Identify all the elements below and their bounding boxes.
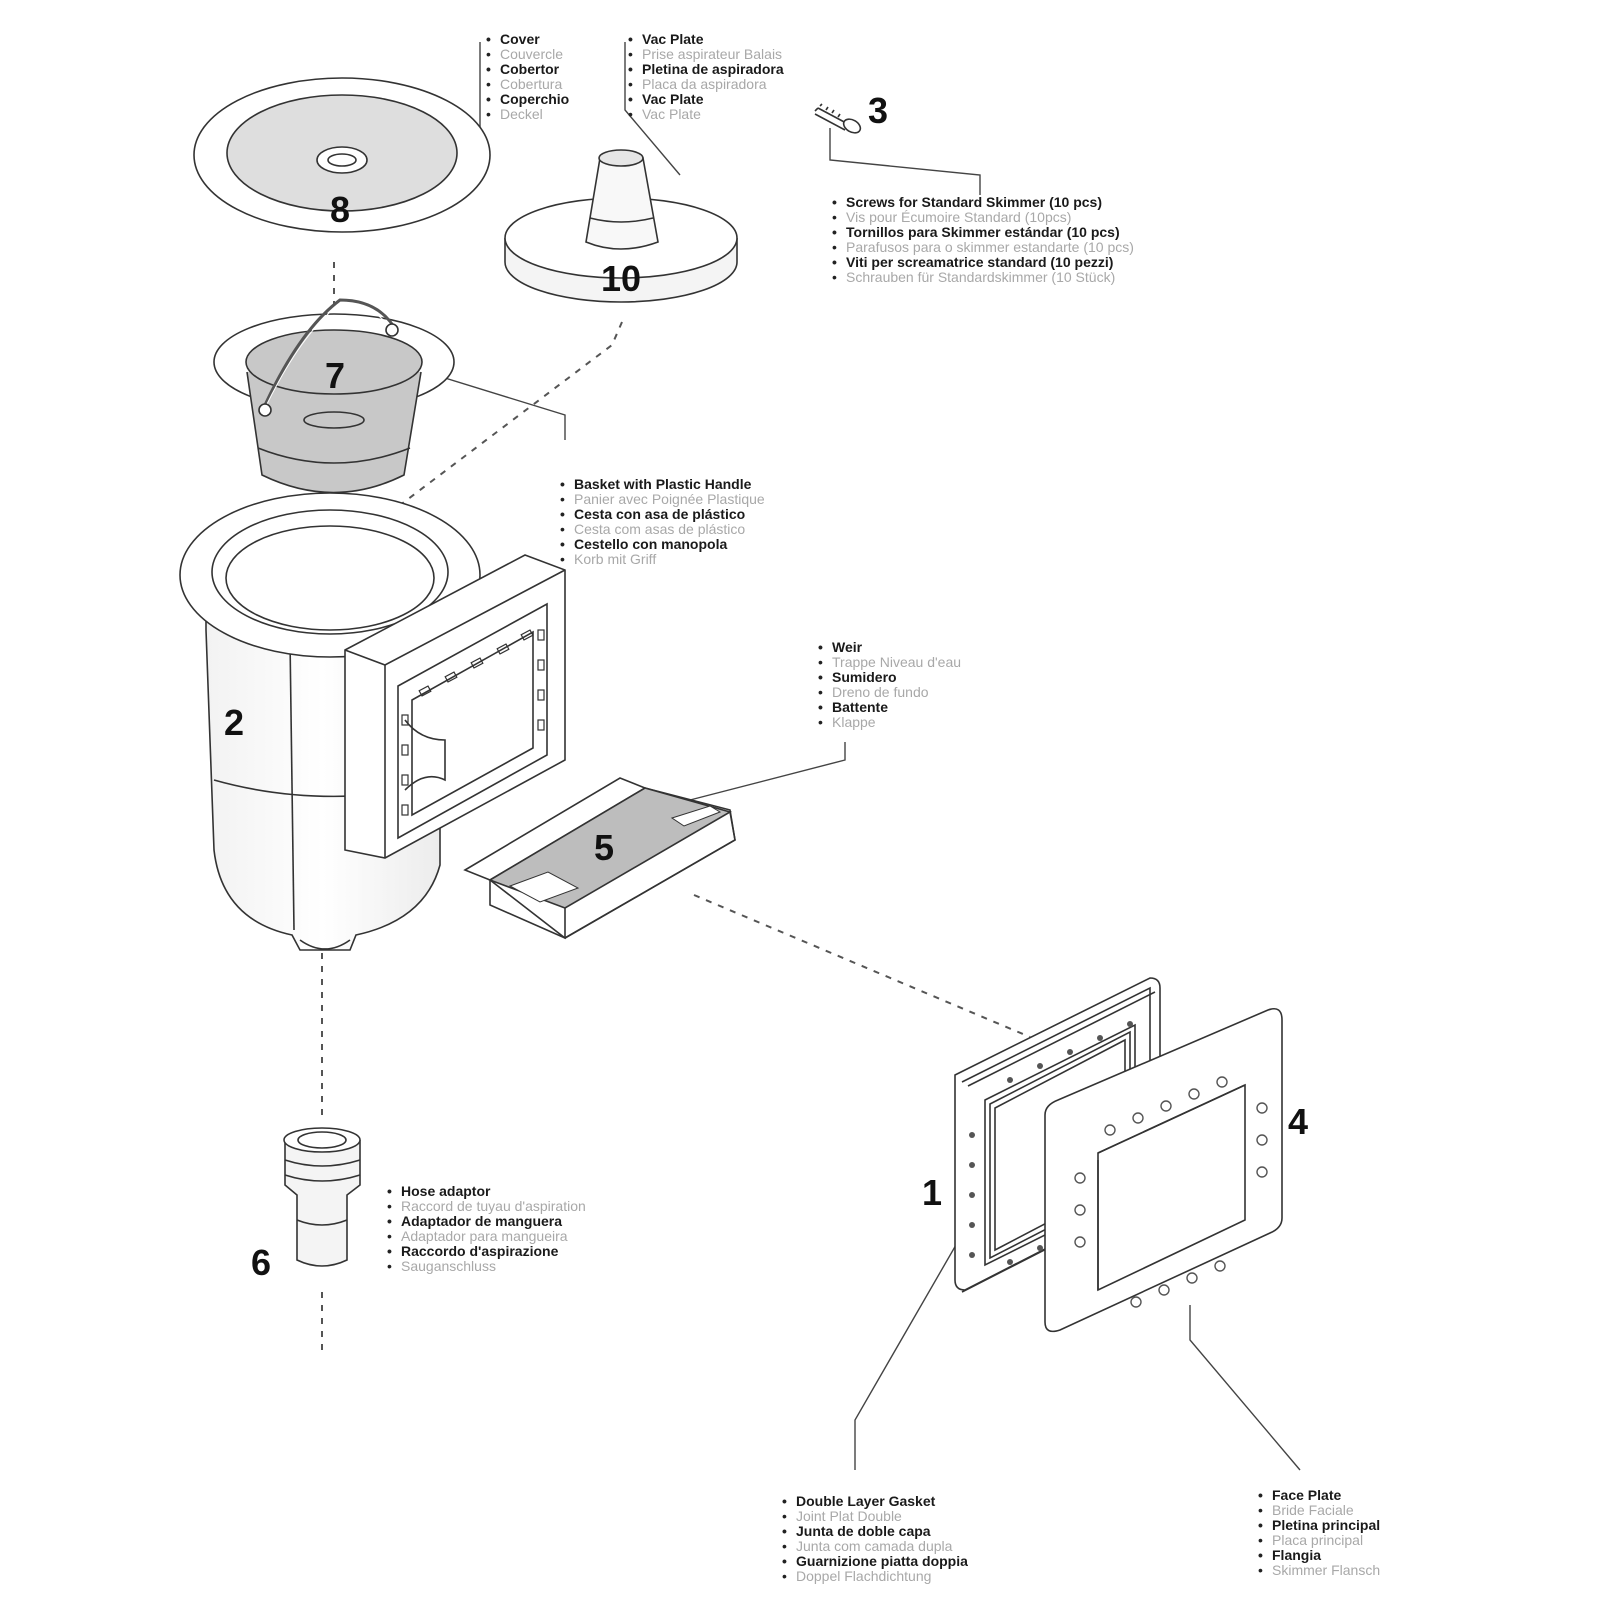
callout-hose-adaptor-fr: Raccord de tuyau d'aspiration (387, 1199, 586, 1215)
callout-gasket-pt: Junta com camada dupla (782, 1539, 968, 1555)
callout-basket-de: Korb mit Griff (560, 552, 765, 568)
callout-leader-lines (444, 42, 1301, 1471)
callout-gasket-fr: Joint Plat Double (782, 1509, 968, 1525)
weir-part (463, 777, 736, 940)
callout-hose-adaptor-en: Hose adaptor (387, 1184, 586, 1200)
callout-weir-pt: Dreno de fundo (818, 685, 961, 701)
callout-cover-de: Deckel (486, 107, 569, 123)
part-number-cover: 8 (330, 189, 351, 230)
callout-cover-it: Coperchio (486, 92, 569, 108)
callout-cover-fr: Couvercle (486, 47, 569, 63)
callout-face-plate-es: Pletina principal (1258, 1518, 1380, 1534)
callout-gasket-it: Guarnizione piatta doppia (782, 1554, 968, 1570)
part-number-basket: 7 (325, 355, 346, 396)
cover-part (193, 77, 491, 233)
callout-gasket-en: Double Layer Gasket (782, 1494, 968, 1510)
callout-weir-es: Sumidero (818, 670, 961, 686)
callout-face-plate-pt: Placa principal (1258, 1533, 1380, 1549)
callout-vac-plate-pt: Placa da aspiradora (628, 77, 784, 93)
part-number-weir: 5 (594, 827, 615, 868)
callout-screws-es: Tornillos para Skimmer estándar (10 pcs) (832, 225, 1134, 241)
callout-basket-en: Basket with Plastic Handle (560, 477, 765, 493)
callout-cover-pt: Cobertura (486, 77, 569, 93)
skimmer-body-part (179, 492, 566, 951)
callout-vac-plate-fr: Prise aspirateur Balais (628, 47, 784, 63)
part-number-screw: 3 (868, 90, 889, 131)
callout-hose-adaptor-it: Raccordo d'aspirazione (387, 1244, 586, 1260)
callout-face-plate: Face Plate Bride Faciale Pletina princip… (1258, 1488, 1380, 1579)
callout-cover-es: Cobertor (486, 62, 569, 78)
callout-basket: Basket with Plastic Handle Panier avec P… (560, 477, 765, 568)
callout-screws: Screws for Standard Skimmer (10 pcs) Vis… (832, 195, 1134, 286)
part-number-body: 2 (224, 702, 245, 743)
basket-part (213, 298, 455, 494)
callout-cover-en: Cover (486, 32, 569, 48)
screw-part (814, 103, 862, 134)
callout-hose-adaptor-es: Adaptador de manguera (387, 1214, 586, 1230)
callout-hose-adaptor: Hose adaptor Raccord de tuyau d'aspirati… (387, 1184, 586, 1275)
part-number-face-plate: 4 (1288, 1101, 1309, 1142)
callout-gasket-es: Junta de doble capa (782, 1524, 968, 1540)
part-number-vac-plate: 10 (601, 258, 642, 299)
callout-face-plate-it: Flangia (1258, 1548, 1380, 1564)
hose-adaptor-part (283, 1127, 361, 1267)
callout-face-plate-en: Face Plate (1258, 1488, 1380, 1504)
callout-gasket: Double Layer Gasket Joint Plat Double Ju… (782, 1494, 968, 1585)
part-number-hose-adaptor: 6 (251, 1242, 272, 1283)
callout-basket-es: Cesta con asa de plástico (560, 507, 765, 523)
callout-screws-en: Screws for Standard Skimmer (10 pcs) (832, 195, 1134, 211)
callout-vac-plate-de: Vac Plate (628, 107, 784, 123)
callout-weir-en: Weir (818, 640, 961, 656)
callout-face-plate-fr: Bride Faciale (1258, 1503, 1380, 1519)
callout-hose-adaptor-pt: Adaptador para mangueira (387, 1229, 586, 1245)
callout-weir-it: Battente (818, 700, 961, 716)
callout-weir: Weir Trappe Niveau d'eau Sumidero Dreno … (818, 640, 961, 731)
callout-basket-fr: Panier avec Poignée Plastique (560, 492, 765, 508)
callout-gasket-de: Doppel Flachdichtung (782, 1569, 968, 1585)
callout-screws-it: Viti per screamatrice standard (10 pezzi… (832, 255, 1134, 271)
vac-plate-part (504, 149, 738, 303)
callout-face-plate-de: Skimmer Flansch (1258, 1563, 1380, 1579)
callout-vac-plate-es: Pletina de aspiradora (628, 62, 784, 78)
callout-screws-fr: Vis pour Écumoire Standard (10pcs) (832, 210, 1134, 226)
callout-screws-pt: Parafusos para o skimmer estandarte (10 … (832, 240, 1134, 256)
callout-vac-plate-it: Vac Plate (628, 92, 784, 108)
callout-weir-de: Klappe (818, 715, 961, 731)
callout-cover: Cover Couvercle Cobertor Cobertura Coper… (486, 32, 569, 123)
callout-vac-plate: Vac Plate Prise aspirateur Balais Pletin… (628, 32, 784, 123)
face-plate-part (1044, 1007, 1283, 1333)
callout-hose-adaptor-de: Sauganschluss (387, 1259, 586, 1275)
callout-screws-de: Schrauben für Standardskimmer (10 Stück) (832, 270, 1134, 286)
callout-vac-plate-en: Vac Plate (628, 32, 784, 48)
part-number-gasket: 1 (922, 1172, 943, 1213)
callout-weir-fr: Trappe Niveau d'eau (818, 655, 961, 671)
callout-basket-it: Cestello con manopola (560, 537, 765, 553)
callout-basket-pt: Cesta com asas de plástico (560, 522, 765, 538)
